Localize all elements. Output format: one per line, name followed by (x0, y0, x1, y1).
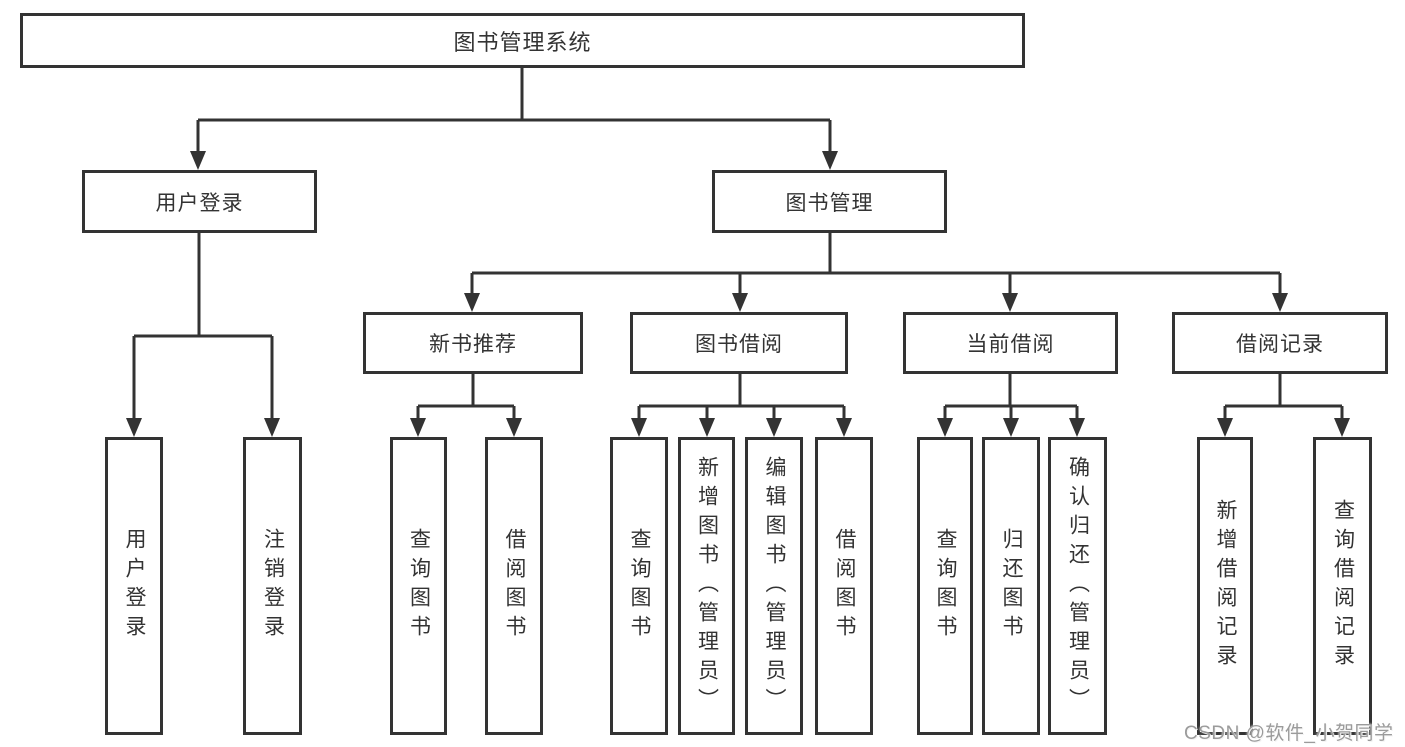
node-label: 归还图书 (1000, 528, 1023, 644)
node-label: 图书管理系统 (453, 29, 592, 55)
arrowhead (264, 418, 280, 437)
node-label: 注销登录 (261, 528, 285, 644)
arrowhead (126, 418, 142, 437)
connector-root (196, 68, 832, 152)
node-root-library-system: 图书管理系统 (20, 13, 1025, 68)
connector-book-management (470, 233, 1282, 294)
node-label: 借阅记录 (1236, 333, 1324, 356)
node-label: 新书推荐 (429, 333, 517, 356)
node-label: 查询借阅记录 (1331, 499, 1355, 673)
leaf-borrow-book-2: 借阅图书 (815, 437, 873, 735)
node-borrow-record: 借阅记录 (1172, 312, 1388, 374)
arrowhead (732, 293, 748, 312)
arrowhead (506, 418, 522, 437)
arrowhead (1002, 293, 1018, 312)
connector-user-login (132, 233, 274, 419)
arrowhead (822, 151, 838, 170)
arrowhead (836, 418, 852, 437)
node-label: 查询图书 (934, 528, 957, 644)
leaf-query-book-3: 查询图书 (917, 437, 973, 735)
node-label: 新增图书（管理员） (695, 455, 719, 717)
leaf-query-book-2: 查询图书 (610, 437, 668, 735)
connector-borrow-record (1223, 374, 1344, 419)
node-label: 借阅图书 (833, 528, 856, 644)
arrowhead (410, 418, 426, 437)
node-label: 编辑图书（管理员） (763, 455, 786, 717)
node-label: 图书管理 (785, 191, 874, 215)
node-book-management: 图书管理 (712, 170, 947, 233)
node-new-book-recommend: 新书推荐 (363, 312, 583, 374)
arrowhead (1003, 418, 1019, 437)
leaf-add-book-admin: 新增图书（管理员） (678, 437, 735, 735)
arrowhead (766, 418, 782, 437)
node-label: 新增借阅记录 (1214, 499, 1237, 673)
arrowhead (190, 151, 206, 170)
node-label: 当前借阅 (966, 333, 1055, 356)
connector-current-borrow (943, 374, 1079, 419)
node-current-borrow: 当前借阅 (903, 312, 1118, 374)
csdn-watermark: CSDN @软件_小贺同学 (1184, 723, 1394, 744)
leaf-query-borrow-record: 查询借阅记录 (1313, 437, 1372, 735)
node-label: 查询图书 (628, 528, 651, 644)
leaf-edit-book-admin: 编辑图书（管理员） (745, 437, 803, 735)
node-label: 借阅图书 (503, 528, 526, 644)
arrowhead (631, 418, 647, 437)
leaf-confirm-return-admin: 确认归还（管理员） (1048, 437, 1107, 735)
connector-book-borrow (637, 374, 846, 419)
leaf-borrow-book-1: 借阅图书 (485, 437, 543, 735)
leaf-add-borrow-record: 新增借阅记录 (1197, 437, 1253, 735)
arrowhead (1217, 418, 1233, 437)
leaf-user-login: 用户登录 (105, 437, 163, 735)
node-label: 确认归还（管理员） (1066, 455, 1090, 717)
node-label: 查询图书 (407, 528, 431, 644)
arrowhead (1272, 293, 1288, 312)
node-user-login: 用户登录 (82, 170, 317, 233)
arrowhead (699, 418, 715, 437)
arrowhead (1334, 418, 1350, 437)
node-label: 用户登录 (155, 191, 244, 215)
arrowhead (937, 418, 953, 437)
connector-new-book (416, 374, 516, 419)
leaf-logout: 注销登录 (243, 437, 302, 735)
node-book-borrow: 图书借阅 (630, 312, 848, 374)
node-label: 图书借阅 (695, 333, 783, 356)
arrowhead (1069, 418, 1085, 437)
leaf-return-book: 归还图书 (982, 437, 1040, 735)
arrowhead (464, 293, 480, 312)
leaf-query-book-1: 查询图书 (390, 437, 447, 735)
node-label: 用户登录 (123, 528, 146, 644)
